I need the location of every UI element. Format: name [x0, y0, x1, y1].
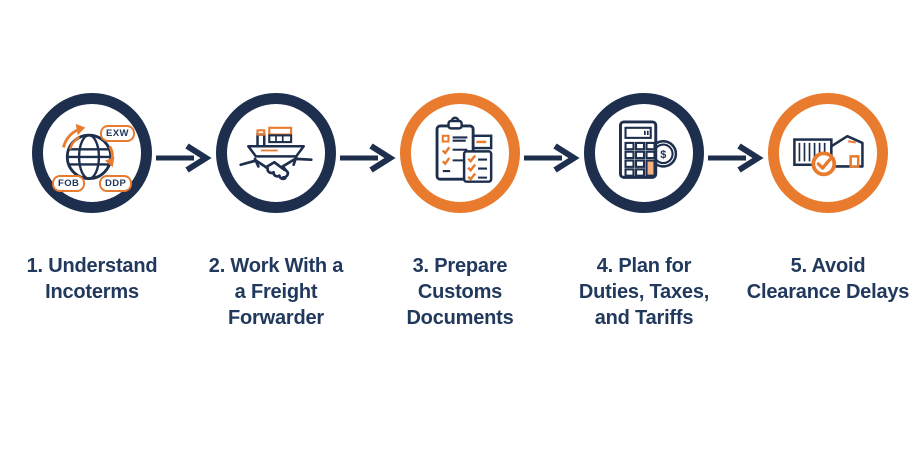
cargo-ship-handshake-icon	[239, 126, 313, 181]
incoterm-badge-fob: FOB	[52, 175, 86, 192]
step-label-line: 3. Prepare	[412, 255, 508, 277]
step-label-line: 1. Understand	[26, 255, 158, 277]
globe-incoterms-icon	[62, 123, 115, 181]
incoterm-badge-ddp: DDP	[99, 175, 133, 192]
step-3-label: 3. Prepare Customs Documents	[368, 253, 552, 331]
step-1: EXW FOB DDP 1. Understand Incoterms	[0, 0, 184, 331]
step-1-label: 1. Understand Incoterms	[0, 253, 184, 305]
connector-arrow-1	[156, 140, 212, 176]
arrow-right-icon	[156, 143, 212, 173]
connector-arrow-2	[340, 140, 396, 176]
step-label-line: and Tariffs	[594, 307, 694, 329]
arrow-right-icon	[708, 143, 764, 173]
step-2: 2. Work With a a Freight Forwarder	[184, 0, 368, 331]
step-5-label: 5. Avoid Clearance Delays	[736, 253, 920, 305]
step-label-line: Incoterms	[45, 281, 139, 303]
step-2-circle	[216, 93, 336, 213]
connector-arrow-3	[524, 140, 580, 176]
step-label-line: a Freight	[234, 281, 318, 303]
arrow-right-icon	[524, 143, 580, 173]
step-3-circle	[400, 93, 520, 213]
step-4-circle: $	[584, 93, 704, 213]
step-1-circle: EXW FOB DDP	[32, 93, 152, 213]
calculator-dollar-coin-icon: $	[619, 120, 678, 179]
connector-arrow-4	[708, 140, 764, 176]
dollar-sign-glyph: $	[660, 149, 666, 161]
step-3: 3. Prepare Customs Documents	[368, 0, 552, 331]
arrow-right-icon	[340, 143, 396, 173]
step-label-line: Documents	[406, 307, 514, 329]
step-label-line: Duties, Taxes,	[578, 281, 710, 303]
container-warehouse-check-icon	[793, 134, 864, 177]
step-label-line: Forwarder	[227, 307, 324, 329]
step-label-line: Customs	[417, 281, 503, 303]
step-label-line: Clearance Delays	[746, 281, 910, 303]
steps-row: EXW FOB DDP 1. Understand Incoterms	[0, 0, 920, 331]
step-4-label: 4. Plan for Duties, Taxes, and Tariffs	[552, 253, 736, 331]
step-5: 5. Avoid Clearance Delays	[736, 0, 920, 331]
incoterm-badge-exw: EXW	[100, 125, 135, 142]
step-label-line: 5. Avoid	[790, 255, 866, 277]
step-4: $ 4. Plan for Duties, Taxes,	[552, 0, 736, 331]
step-5-circle	[768, 93, 888, 213]
step-label-line: 2. Work With a	[208, 255, 344, 277]
step-2-label: 2. Work With a a Freight Forwarder	[184, 253, 368, 331]
customs-documents-checklist-icon	[435, 116, 493, 183]
step-label-line: 4. Plan for	[596, 255, 692, 277]
